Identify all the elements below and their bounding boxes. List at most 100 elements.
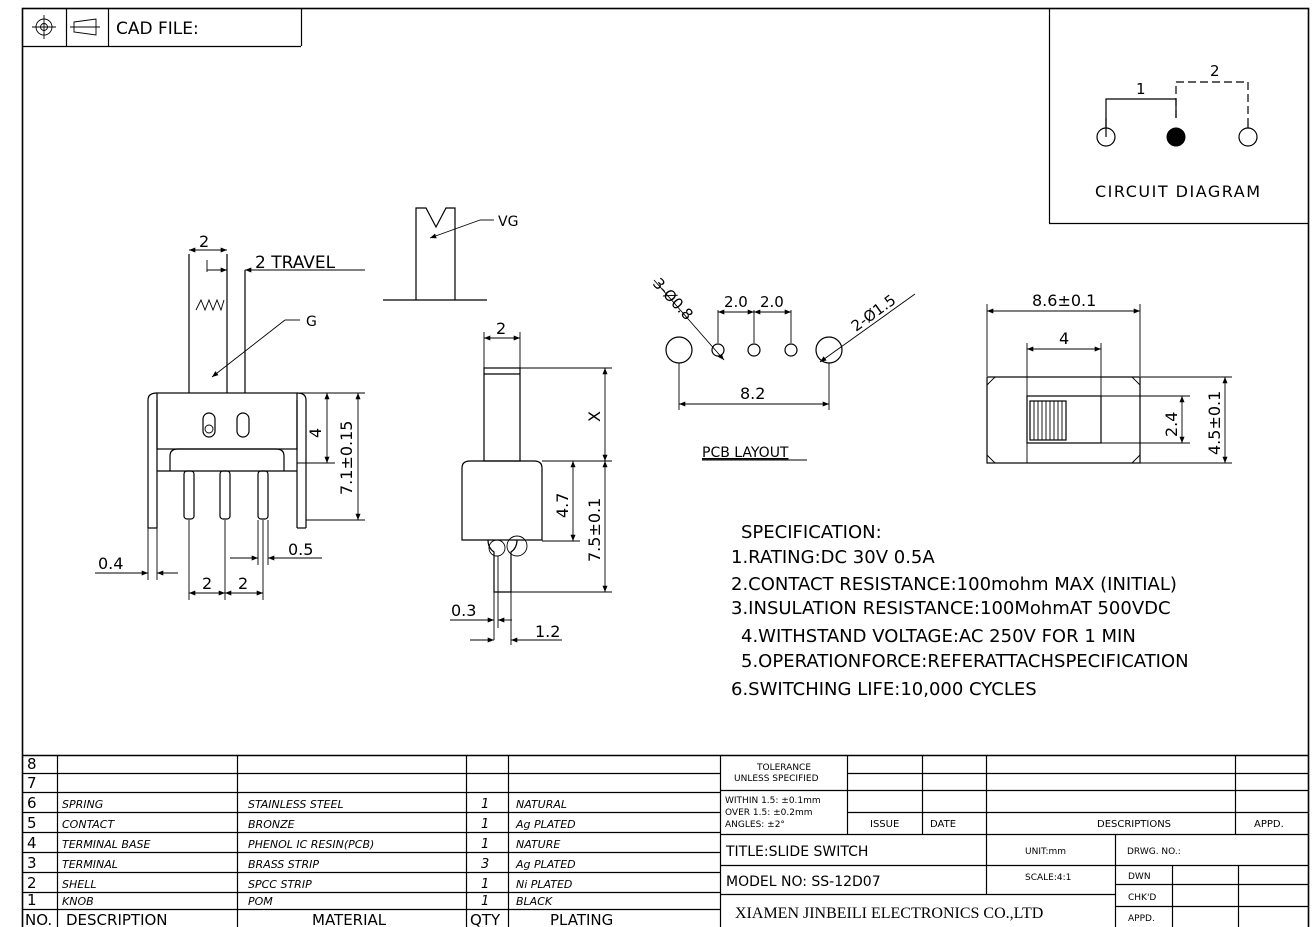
bom-cell-qty: 1 xyxy=(481,797,489,812)
circuit-caption: CIRCUIT DIAGRAM xyxy=(1095,182,1262,201)
bom-row: 7 xyxy=(27,774,37,792)
bom-cell-description: SPRING xyxy=(62,798,103,811)
circuit-label-1: 1 xyxy=(1136,80,1146,98)
bom-cell-no: 6 xyxy=(27,794,37,812)
bom-cell-description: KNOB xyxy=(62,895,94,908)
tolerance-line-2: UNLESS SPECIFIED xyxy=(734,774,819,784)
info-block: TOLERANCE UNLESS SPECIFIED WITHIN 1.5: ±… xyxy=(720,755,1308,927)
circuit-diagram: 1 2 CIRCUIT DIAGRAM xyxy=(1048,8,1308,225)
bom-cell-plating: Ag PLATED xyxy=(515,858,576,871)
chkd-label: CHK'D xyxy=(1128,893,1156,903)
company-name: XIAMEN JINBEILI ELECTRONICS CO.,LTD xyxy=(735,905,1043,922)
issue-header: ISSUE xyxy=(870,819,899,830)
spec-line-6: 6.SWITCHING LIFE:10,000 CYCLES xyxy=(731,679,1037,700)
bom-cell-qty: 1 xyxy=(481,837,489,852)
side-dim-top: 2 xyxy=(199,232,209,251)
bom-cell-no: 8 xyxy=(27,755,37,773)
spec-line-1: 1.RATING:DC 30V 0.5A xyxy=(731,547,935,568)
bom-cell-no: 2 xyxy=(27,874,37,892)
pcb-large-holes: 2-Ø1.5 xyxy=(848,291,900,335)
bom-cell-description: CONTACT xyxy=(62,818,115,831)
side-travel-label: 2 TRAVEL xyxy=(255,253,336,273)
vg-detail: VG xyxy=(383,207,518,301)
vg-label: VG xyxy=(498,214,518,230)
side-g-label: G xyxy=(306,314,317,330)
bom-cell-plating: BLACK xyxy=(516,895,553,908)
spec-line-5: 5.OPERATIONFORCE:REFERATTACHSPECIFICATIO… xyxy=(741,651,1189,672)
scale-label: SCALE:4:1 xyxy=(1025,873,1071,883)
pcb-pitch-b: 2.0 xyxy=(760,293,784,311)
end-dim-x: X xyxy=(585,411,604,422)
bom-header-qty: QTY xyxy=(470,911,501,927)
bom-cell-description: TERMINAL xyxy=(62,858,118,871)
bom-header-material: MATERIAL xyxy=(312,911,387,927)
side-dim-04: 0.4 xyxy=(98,554,123,573)
end-dim-top: 2 xyxy=(496,319,506,338)
spec-line-3: 3.INSULATION RESISTANCE:100MohmAT 500VDC xyxy=(731,598,1171,619)
bom-cell-qty: 3 xyxy=(481,857,489,872)
bom-row: 2 SHELL SPCC STRIP 1 Ni PLATED xyxy=(27,874,572,892)
bom-cell-material: STAINLESS STEEL xyxy=(248,798,344,811)
unit-label: UNIT:mm xyxy=(1025,847,1066,857)
model-number: MODEL NO: SS-12D07 xyxy=(726,874,881,890)
date-header: DATE xyxy=(930,819,956,830)
bom-row: 6 SPRING STAINLESS STEEL 1 NATURAL xyxy=(27,794,567,812)
pcb-small-holes: 3-Ø0.8 xyxy=(649,274,697,323)
projection-symbol-icon xyxy=(32,15,100,39)
bom-cell-no: 7 xyxy=(27,774,37,792)
bom-cell-no: 4 xyxy=(27,834,37,852)
pcb-layout: 3-Ø0.8 2.0 2.0 2-Ø1.5 8.2 PCB LAYOUT xyxy=(649,274,916,461)
bom-cell-qty: 1 xyxy=(481,877,489,892)
tolerance-within: WITHIN 1.5: ±0.1mm xyxy=(725,796,821,806)
top-view: 8.6±0.1 4 2.4 4.5±0.1 xyxy=(986,291,1232,464)
bom-header-plating: PLATING xyxy=(550,911,613,927)
bom-cell-no: 1 xyxy=(27,891,37,909)
side-dim-05: 0.5 xyxy=(288,540,313,559)
side-view: 2 2 TRAVEL G 4 7.1±0.15 xyxy=(95,232,365,600)
bom-cell-material: SPCC STRIP xyxy=(248,878,312,891)
tolerance-line-1: TOLERANCE xyxy=(756,763,811,773)
spec-line-4: 4.WITHSTAND VOLTAGE:AC 250V FOR 1 MIN xyxy=(741,626,1136,647)
tolerance-over: OVER 1.5: ±0.2mm xyxy=(725,808,812,818)
bom-cell-description: SHELL xyxy=(62,878,96,891)
bom-cell-no: 5 xyxy=(27,814,37,832)
specification: SPECIFICATION: 1.RATING:DC 30V 0.5A 2.CO… xyxy=(731,522,1189,700)
bom-cell-plating: Ag PLATED xyxy=(515,818,576,831)
dwn-label: DWN xyxy=(1128,872,1151,882)
bom-cell-material: PHENOL IC RESIN(PCB) xyxy=(248,838,374,851)
cad-file-label: CAD FILE: xyxy=(116,19,199,39)
top-dim-4: 4 xyxy=(1059,329,1069,348)
end-dim-47: 4.7 xyxy=(553,493,572,518)
side-dim-pitch-a: 2 xyxy=(202,574,212,593)
bom-row: 3 TERMINAL BRASS STRIP 3 Ag PLATED xyxy=(27,854,576,872)
pcb-pitch-a: 2.0 xyxy=(724,293,748,311)
end-dim-12: 1.2 xyxy=(535,622,560,641)
spec-line-2: 2.CONTACT RESISTANCE:100mohm MAX (INITIA… xyxy=(731,574,1177,595)
bom-row: 5 CONTACT BRONZE 1 Ag PLATED xyxy=(27,814,576,832)
bom-cell-material: BRASS STRIP xyxy=(248,858,319,871)
drawing-title: TITLE:SLIDE SWITCH xyxy=(725,844,868,860)
bom-cell-qty: 1 xyxy=(481,894,489,909)
spec-heading: SPECIFICATION: xyxy=(741,522,882,543)
bom-cell-qty: 1 xyxy=(481,817,489,832)
descriptions-header: DESCRIPTIONS xyxy=(1097,819,1171,830)
bom-cell-plating: Ni PLATED xyxy=(516,878,572,891)
bom-row: 1 KNOB POM 1 BLACK xyxy=(27,891,553,909)
top-dim-45: 4.5±0.1 xyxy=(1205,391,1224,455)
drawing-frame xyxy=(21,7,1310,927)
side-dim-4: 4 xyxy=(306,428,325,438)
bom-cell-no: 3 xyxy=(27,854,37,872)
bom-cell-plating: NATURAL xyxy=(516,798,567,811)
top-dim-24: 2.4 xyxy=(1162,412,1181,437)
pcb-span: 8.2 xyxy=(740,384,765,403)
end-view: 2 X 4.7 7.5±0.1 0.3 1.2 xyxy=(450,319,612,645)
bom-cell-material: POM xyxy=(248,895,273,908)
bom-cell-plating: NATURE xyxy=(516,838,560,851)
side-dim-height: 7.1±0.15 xyxy=(337,421,356,495)
drwg-no-label: DRWG. NO.: xyxy=(1127,847,1181,857)
bom-cell-material: BRONZE xyxy=(248,818,295,831)
top-dim-width: 8.6±0.1 xyxy=(1032,291,1096,310)
end-dim-75: 7.5±0.1 xyxy=(585,498,604,562)
